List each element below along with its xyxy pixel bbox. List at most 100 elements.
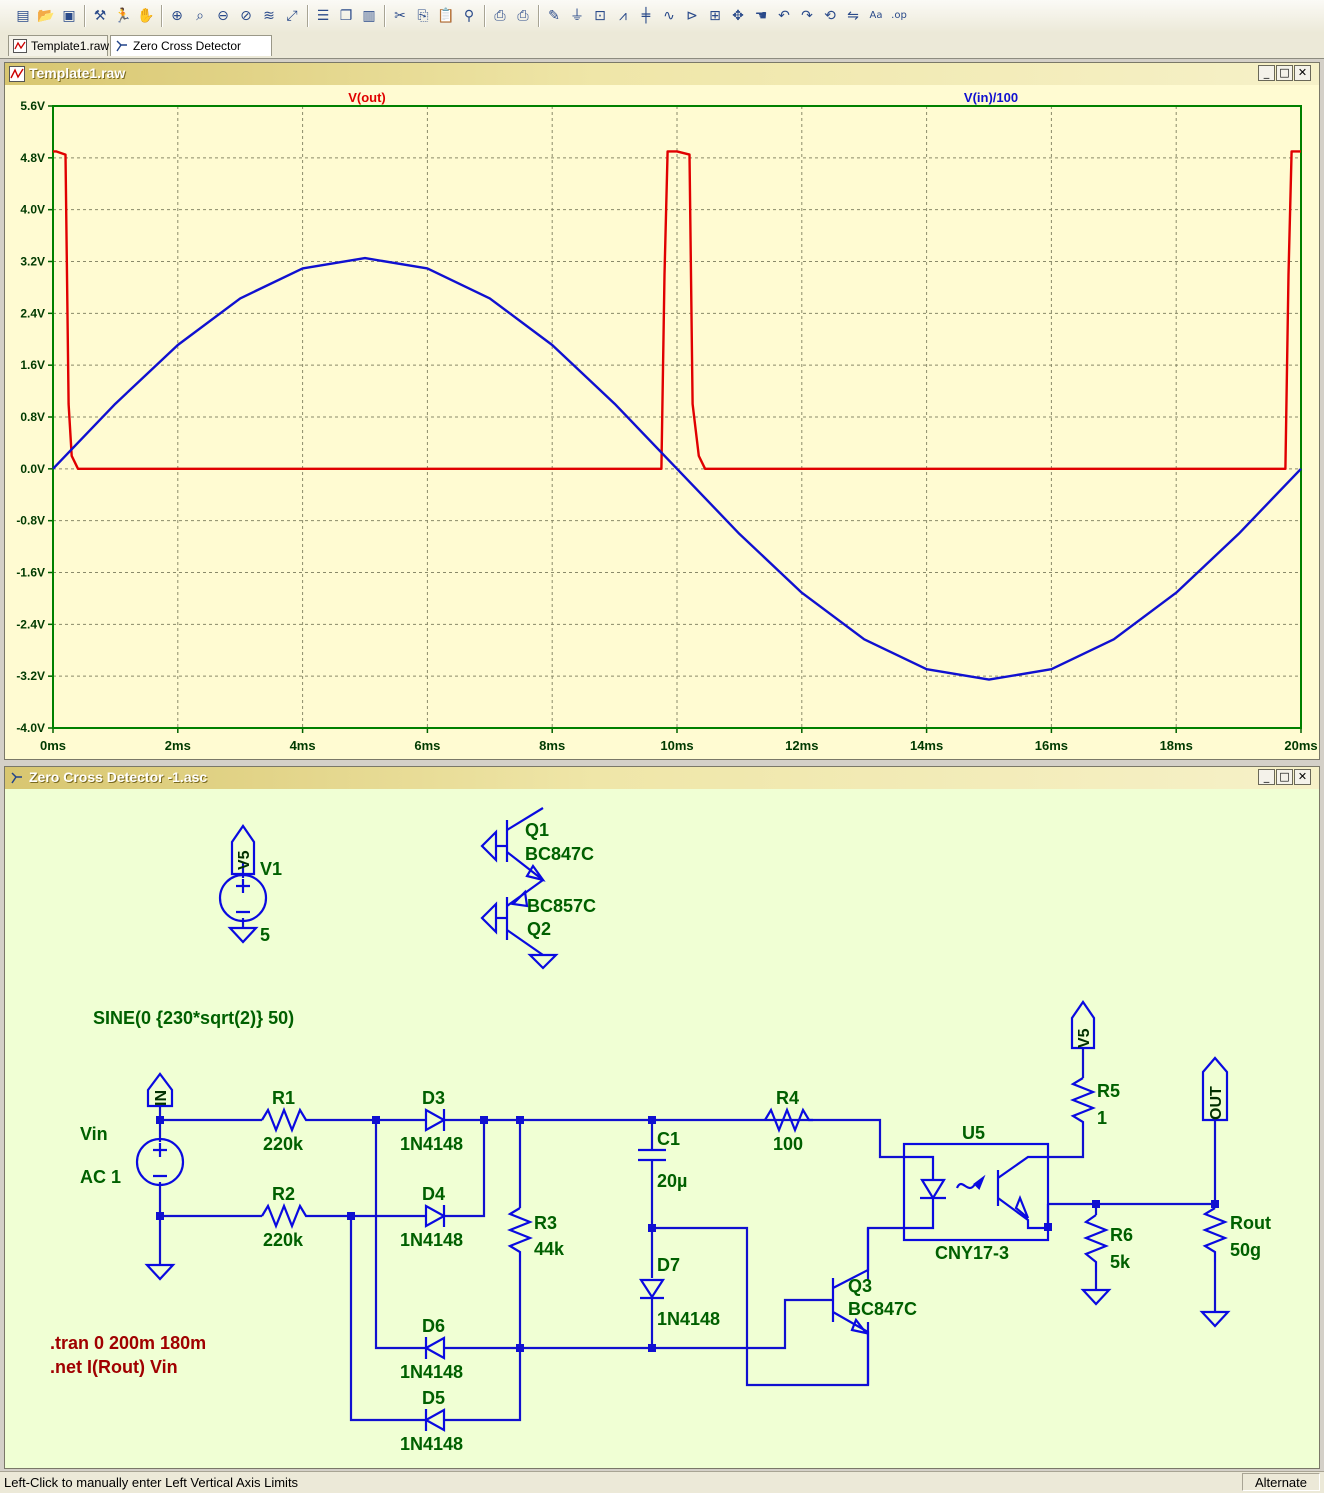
- mirror-icon[interactable]: ⇋: [847, 8, 859, 24]
- r3-resistor[interactable]: [507, 1207, 533, 1262]
- schematic-canvas[interactable]: V5 IN V5 OUT V1 5 Q1 BC847C BC857C Q2 SI…: [5, 789, 1319, 1468]
- q2-transistor[interactable]: [480, 879, 559, 970]
- y-tick-label[interactable]: -3.2V: [16, 669, 45, 683]
- d7-diode[interactable]: [638, 1278, 666, 1300]
- find-icon[interactable]: ⚲: [463, 8, 475, 24]
- d4-diode[interactable]: [424, 1204, 447, 1228]
- minimize-button[interactable]: _: [1258, 65, 1275, 81]
- y-tick-label[interactable]: 4.8V: [20, 151, 45, 165]
- r5-resistor[interactable]: [1070, 1077, 1096, 1128]
- drag-icon[interactable]: ☚: [754, 8, 768, 24]
- y-tick-label[interactable]: -0.8V: [16, 514, 45, 528]
- d5-diode[interactable]: [423, 1408, 446, 1432]
- toolbar-separator: [84, 5, 86, 27]
- label-net-icon[interactable]: ⊡: [594, 8, 606, 24]
- d6-diode[interactable]: [423, 1336, 446, 1360]
- print-setup-icon[interactable]: ⎙: [494, 8, 506, 24]
- zoom-in-icon[interactable]: ⊕: [171, 8, 183, 24]
- vin-source[interactable]: [135, 1072, 185, 1281]
- component-icon[interactable]: ⊞: [709, 8, 721, 24]
- ground-symbol: [1080, 1288, 1112, 1306]
- r6-resistor[interactable]: [1083, 1214, 1109, 1272]
- q2-name: Q2: [527, 919, 551, 939]
- tile-vertical-icon[interactable]: ▥: [362, 8, 376, 24]
- redo-icon[interactable]: ↷: [801, 8, 813, 24]
- y-tick-label[interactable]: 2.4V: [20, 306, 45, 320]
- r1-resistor[interactable]: [261, 1107, 310, 1133]
- d7-model: 1N4148: [657, 1309, 720, 1329]
- rout-resistor[interactable]: [1202, 1207, 1228, 1262]
- y-tick-label[interactable]: 4.0V: [20, 203, 45, 217]
- v1-source[interactable]: [218, 824, 268, 944]
- print-icon[interactable]: ⎙: [517, 8, 529, 24]
- trace-vout[interactable]: [53, 150, 1301, 470]
- y-tick-label[interactable]: -2.4V: [16, 617, 45, 631]
- cut-icon[interactable]: ✂: [394, 8, 406, 24]
- spice-directive-tran[interactable]: .tran 0 200m 180m: [50, 1333, 206, 1353]
- text-icon[interactable]: Aa: [869, 10, 883, 21]
- waveform-icon: [9, 66, 25, 82]
- zoom-cancel-icon[interactable]: ⊘: [240, 8, 252, 24]
- maximize-button[interactable]: □: [1276, 65, 1293, 81]
- d6-name: D6: [422, 1316, 445, 1336]
- r4-resistor[interactable]: [764, 1107, 813, 1133]
- run-icon[interactable]: 🏃: [114, 8, 132, 24]
- y-tick-label[interactable]: -1.6V: [16, 566, 45, 580]
- save-icon[interactable]: ▣: [62, 8, 76, 24]
- d4-model: 1N4148: [400, 1230, 463, 1250]
- d3-diode[interactable]: [424, 1108, 447, 1132]
- autorange-icon[interactable]: ≋: [263, 8, 275, 24]
- spice-directive-net[interactable]: .net I(Rout) Vin: [50, 1357, 178, 1377]
- tab-zero-cross-detector[interactable]: Zero Cross Detector -1.asc: [110, 35, 272, 74]
- close-button[interactable]: ✕: [1294, 65, 1311, 81]
- ground-icon[interactable]: ⏚: [570, 8, 584, 24]
- tile-horizontal-icon[interactable]: ☰: [316, 8, 330, 24]
- u5-optocoupler[interactable]: [902, 1142, 1050, 1242]
- undo-icon[interactable]: ↶: [778, 8, 790, 24]
- new-schematic-icon[interactable]: ▤: [16, 8, 30, 24]
- r2-resistor[interactable]: [261, 1203, 310, 1229]
- r4-value: 100: [773, 1134, 803, 1154]
- q3-transistor[interactable]: [831, 1228, 870, 1385]
- inductor-icon[interactable]: ∿: [663, 8, 675, 24]
- zoom-out-icon[interactable]: ⊖: [217, 8, 229, 24]
- spice-directive-icon[interactable]: .op: [891, 10, 907, 21]
- diode-icon[interactable]: ⊳: [686, 8, 698, 24]
- trace-label-vin[interactable]: V(in)/100: [964, 90, 1018, 105]
- out-net-label: [1201, 1056, 1229, 1122]
- trace-label-vout[interactable]: V(out): [348, 90, 386, 105]
- schematic-drawing[interactable]: V5 IN V5 OUT V1 5 Q1 BC847C BC857C Q2 SI…: [5, 789, 1319, 1468]
- c1-capacitor[interactable]: [638, 1148, 666, 1162]
- cascade-icon[interactable]: ❐: [339, 8, 353, 24]
- y-tick-label[interactable]: 5.6V: [20, 99, 45, 113]
- toolbar-separator: [384, 5, 386, 27]
- close-button[interactable]: ✕: [1294, 769, 1311, 785]
- maximize-button[interactable]: □: [1276, 769, 1293, 785]
- y-tick-label[interactable]: 0.8V: [20, 410, 45, 424]
- trace-vin[interactable]: [52, 256, 1302, 681]
- y-tick-label[interactable]: 1.6V: [20, 358, 45, 372]
- tab-template1-raw[interactable]: Template1.raw: [8, 35, 109, 56]
- x-tick-label: 18ms: [1160, 738, 1193, 753]
- y-tick-label[interactable]: -4.0V: [16, 721, 45, 735]
- q1-transistor[interactable]: [480, 807, 546, 882]
- move-icon[interactable]: ✥: [732, 8, 744, 24]
- zoom-full-icon[interactable]: ⤢: [286, 8, 298, 24]
- y-tick-label[interactable]: 3.2V: [20, 255, 45, 269]
- open-icon[interactable]: 📂: [37, 8, 55, 24]
- halt-icon[interactable]: ✋: [137, 8, 155, 24]
- copy-icon[interactable]: ⎘: [417, 8, 429, 24]
- status-text: Left-Click to manually enter Left Vertic…: [4, 1475, 299, 1490]
- wire-icon[interactable]: ✎: [548, 8, 560, 24]
- capacitor-icon[interactable]: ╪: [641, 8, 651, 24]
- control-panel-icon[interactable]: ⚒: [93, 8, 107, 24]
- minimize-button[interactable]: _: [1258, 769, 1275, 785]
- rotate-icon[interactable]: ⟲: [824, 8, 836, 24]
- resistor-icon[interactable]: ⩘: [619, 8, 627, 24]
- y-tick-label[interactable]: 0.0V: [20, 462, 45, 476]
- window-title: Zero Cross Detector -1.asc: [29, 769, 208, 785]
- zoom-area-icon[interactable]: ⌕: [196, 8, 204, 24]
- paste-icon[interactable]: 📋: [437, 8, 455, 24]
